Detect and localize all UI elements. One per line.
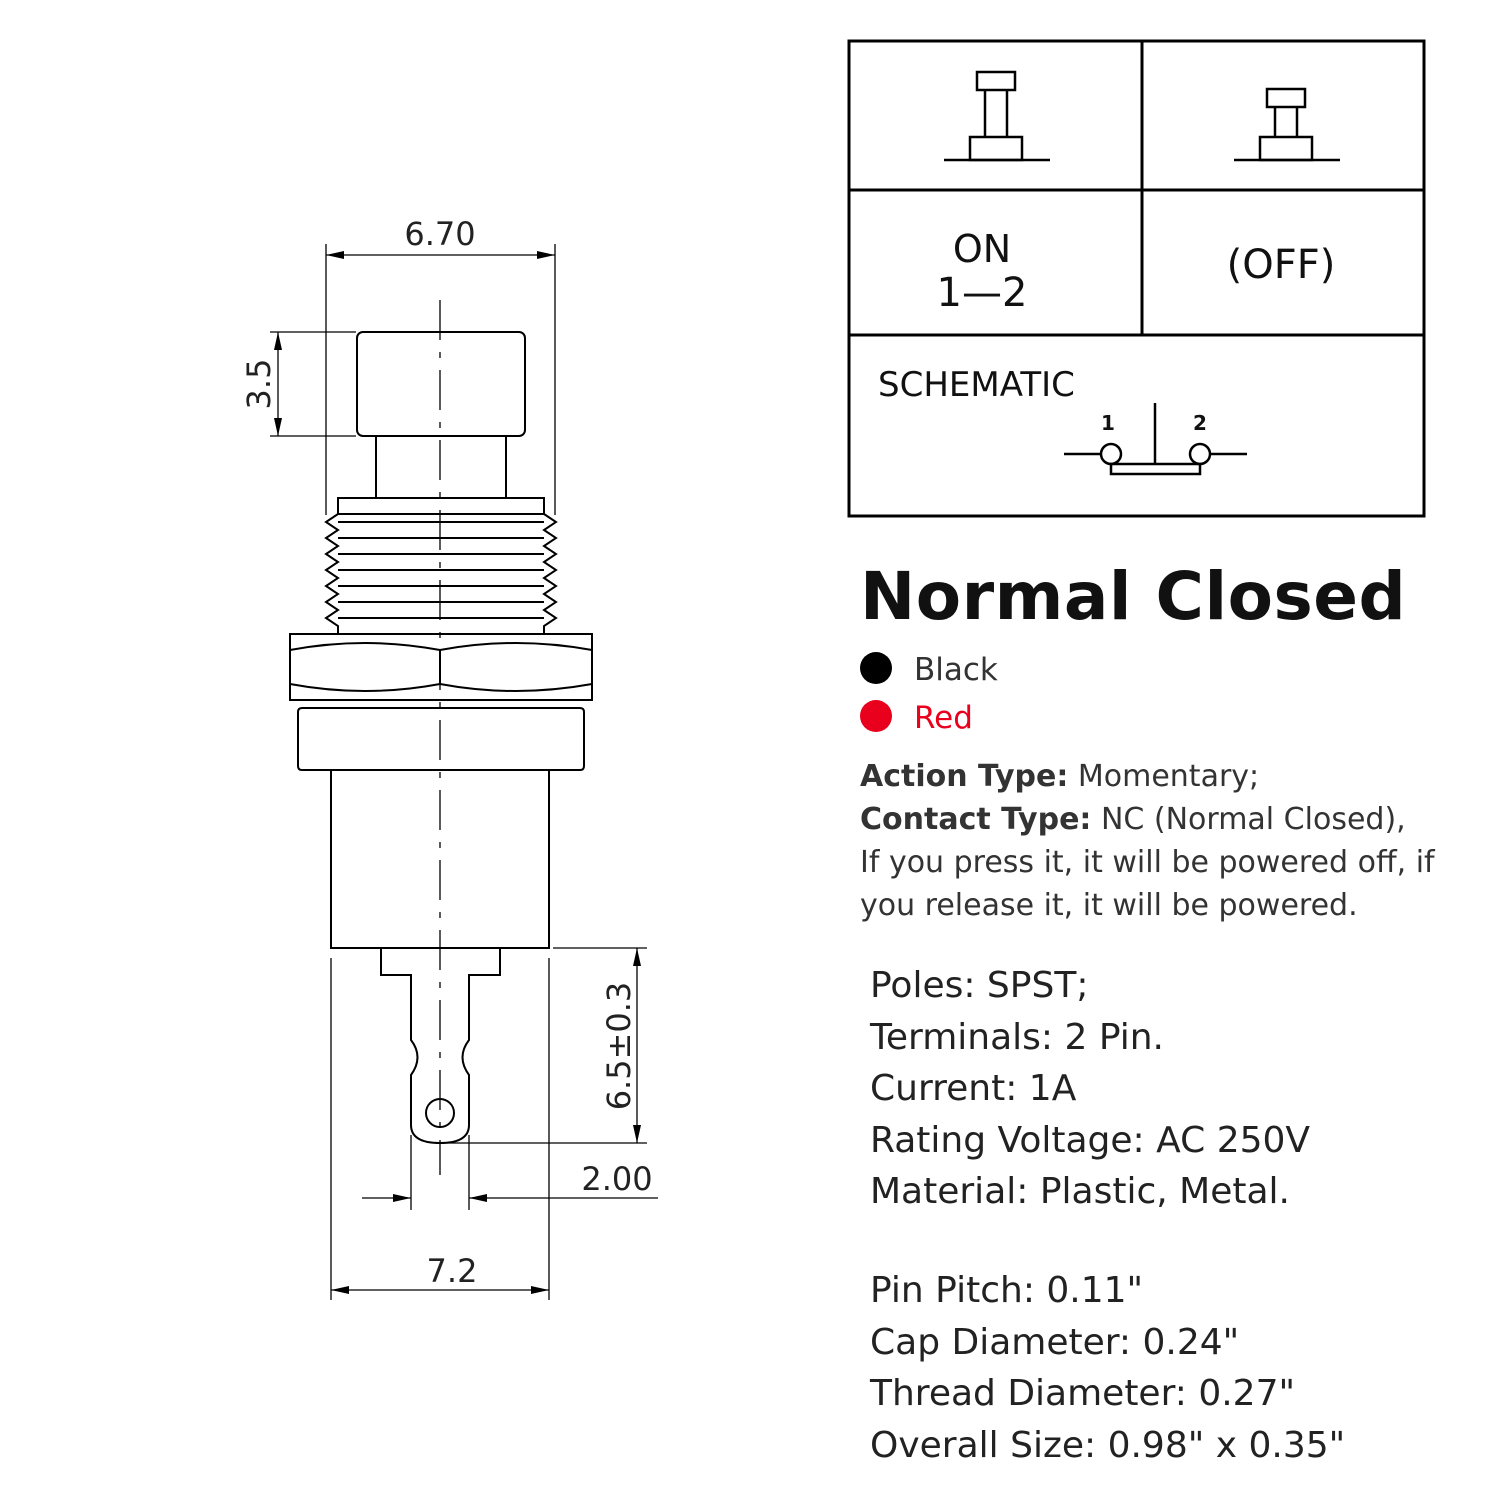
schematic-pin-2: 2 (1193, 411, 1207, 435)
button-pressed-icon (1234, 87, 1340, 162)
spec-list-electrical: Poles: SPST; Terminals: 2 Pin. Current: … (870, 960, 1310, 1218)
red-dot-icon (860, 699, 892, 732)
contact-note: If you press it, it will be powered off,… (860, 845, 1435, 923)
color-option-red: Red (860, 699, 973, 736)
dim-cap-width: 6.70 (404, 215, 475, 253)
dim-pin-length: 6.5±0.3 (600, 982, 638, 1111)
schematic-label: SCHEMATIC (878, 365, 1075, 405)
dim-pin-pitch: 2.00 (581, 1160, 652, 1198)
button-released-icon (944, 70, 1050, 162)
switch-state-table: ON 1—2 (OFF) SCHEMATIC 1 2 (847, 39, 1426, 518)
spec-current: Current: 1A (870, 1068, 1077, 1109)
action-type-label: Action Type: (860, 759, 1069, 794)
spec-terminals: Terminals: 2 Pin. (870, 1016, 1164, 1058)
action-type-value: Momentary; (1077, 759, 1260, 794)
black-dot-icon (860, 651, 892, 684)
spec-poles: Poles: SPST; (870, 965, 1089, 1006)
contact-type-value: NC (Normal Closed), (1100, 802, 1406, 837)
nc-schematic-icon (1064, 403, 1247, 476)
spec-material: Material: Plastic, Metal. (870, 1171, 1290, 1212)
spec-voltage: Rating Voltage: AC 250V (870, 1119, 1311, 1161)
switch-housing (330, 769, 550, 949)
color-name: Red (914, 700, 973, 736)
spec-pin-pitch: Pin Pitch: 0.11" (870, 1270, 1144, 1311)
state-off-label: (OFF) (1227, 242, 1336, 288)
dim-body-width: 7.2 (427, 1252, 478, 1290)
spec-overall-size: Overall Size: 0.98" x 0.35" (870, 1424, 1346, 1466)
thread-body (324, 513, 558, 635)
product-description: Action Type: Momentary; Contact Type: NC… (860, 755, 1490, 927)
dim-cap-height: 3.5 (240, 359, 278, 410)
product-title: Normal Closed (860, 558, 1407, 635)
spec-list-dimensions: Pin Pitch: 0.11" Cap Diameter: 0.24" Thr… (870, 1265, 1345, 1471)
terminal-base (380, 948, 501, 1145)
state-on-label: ON (953, 227, 1011, 271)
switch-dimension-drawing: 6.70 3.5 6.5±0.3 2.00 7.2 (240, 215, 658, 1300)
washer (297, 707, 585, 771)
spec-thread-diameter: Thread Diameter: 0.27" (870, 1373, 1296, 1414)
schematic-pin-1: 1 (1101, 411, 1115, 435)
thread-top (337, 497, 545, 515)
spec-cap-diameter: Cap Diameter: 0.24" (870, 1321, 1240, 1363)
contact-type-label: Contact Type: (860, 802, 1092, 837)
hex-nut (289, 633, 593, 701)
color-option-black: Black (860, 651, 998, 688)
state-on-contacts: 1—2 (937, 270, 1028, 316)
color-name: Black (914, 652, 998, 688)
terminal-hole (425, 1098, 455, 1128)
